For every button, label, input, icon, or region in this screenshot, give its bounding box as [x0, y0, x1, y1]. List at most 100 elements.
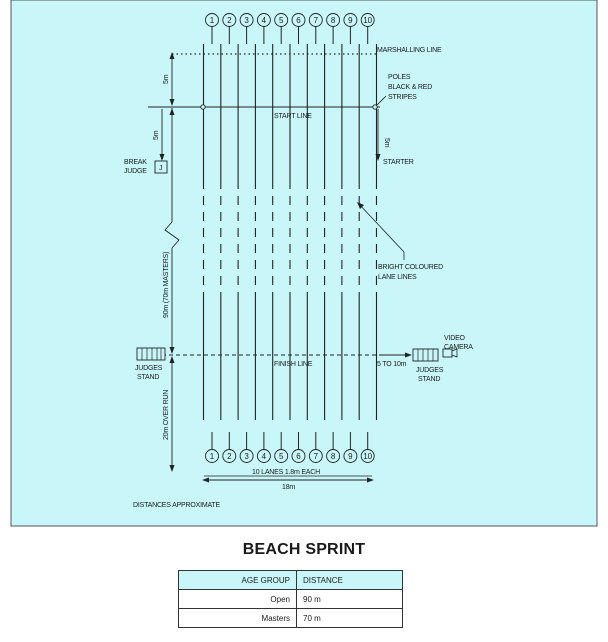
lane-number-top: 6	[291, 13, 306, 44]
lane-width-label: 10 LANES 1.8m EACH	[252, 469, 320, 476]
lane-number-text: 3	[244, 452, 249, 461]
lane-number-bottom: 6	[291, 432, 306, 463]
lane-number-bottom: 4	[256, 432, 271, 463]
lane-number-bottom: 5	[274, 432, 289, 463]
start-pole-left	[200, 104, 206, 110]
lane-number-top: 4	[256, 13, 271, 44]
distances-note: DISTANCES APPROXIMATE	[133, 502, 220, 509]
break-judge-label-2: JUDGE	[124, 168, 147, 175]
lane-number-text: 8	[331, 16, 336, 25]
judges-stand-left-slats	[141, 348, 162, 360]
break-judge-box	[154, 160, 168, 174]
finish-line-label: FINISH LINE	[274, 361, 313, 368]
cell-distance: 70 m	[296, 608, 403, 628]
lane-number-text: 6	[296, 16, 301, 25]
over-run-arrowhead-bottom	[169, 465, 175, 472]
lane-lines-pointer	[357, 202, 405, 253]
video-camera-lens	[451, 348, 458, 358]
lane-number-text: 7	[314, 452, 319, 461]
lane-number-bottom: 8	[326, 432, 341, 463]
over-run-label: 20m OVER RUN	[163, 390, 170, 440]
starter-arrowhead	[375, 154, 381, 161]
course-length-break-mark	[164, 221, 180, 249]
lane-number-text: 4	[262, 452, 267, 461]
total-width-label: 18m	[282, 484, 295, 491]
video-camera-label-1: VIDEO	[444, 335, 466, 342]
top-dist-arrowhead-down	[169, 99, 175, 106]
course-length-arrowhead-top	[169, 108, 175, 115]
cell-age-group: Open	[178, 589, 297, 609]
table-row: Masters 70 m	[178, 608, 403, 628]
judges-stand-left	[136, 347, 166, 361]
lane-number-text: 6	[296, 452, 301, 461]
lane-number-text: 10	[363, 16, 372, 25]
diagram-background	[10, 0, 598, 527]
lane-number-top: 10	[360, 13, 375, 44]
lane-number-text: 3	[244, 16, 249, 25]
table-row: Open 90 m	[178, 589, 403, 609]
lane-lines	[202, 44, 378, 420]
judges-stand-right	[412, 348, 439, 362]
judges-stand-right-label-2: STAND	[418, 376, 440, 383]
judges-stand-right-label-1: JUDGES	[416, 367, 444, 374]
lane-number-bottom: 2	[222, 432, 237, 463]
lane-number-text: 1	[210, 16, 215, 25]
lane-number-top: 3	[239, 13, 254, 44]
lane-number-top: 1	[205, 13, 219, 44]
camera-dist-label: 5 TO 10m	[377, 361, 407, 368]
page-title: BEACH SPRINT	[242, 541, 366, 558]
course-length-label: 90m (70m MASTERS)	[163, 252, 170, 318]
judges-stand-left-label-2: STAND	[137, 374, 159, 381]
lane-number-bottom: 9	[343, 432, 358, 463]
distance-table: AGE GROUP DISTANCE Open 90 m Masters 70 …	[178, 570, 403, 628]
poles-pointer	[376, 95, 387, 106]
lane-number-text: 8	[331, 452, 336, 461]
lane-number-top: 8	[326, 13, 341, 44]
video-camera-label-2: CAMERA	[444, 344, 473, 351]
total-width-arrowhead-right	[367, 477, 374, 483]
lane-number-text: 9	[348, 452, 353, 461]
break-dist-arrowhead	[159, 154, 165, 161]
start-line-label: START LINE	[274, 113, 312, 120]
start-pole-right	[372, 104, 378, 110]
table-header-row: AGE GROUP DISTANCE	[178, 570, 403, 590]
top-dist-label: 5m	[163, 74, 170, 84]
lane-number-text: 2	[227, 452, 232, 461]
judges-stand-right-slats	[417, 349, 434, 361]
header-distance: DISTANCE	[296, 570, 403, 590]
lane-number-bottom: 10	[360, 432, 375, 463]
judges-stand-left-label-1: JUDGES	[135, 365, 163, 372]
lane-lines-pointer-head	[357, 202, 364, 209]
starter-label: STARTER	[383, 159, 414, 166]
over-run-arrowhead-top	[169, 356, 175, 363]
lane-number-text: 10	[363, 452, 372, 461]
poles-label-1: POLES	[388, 74, 411, 81]
lane-number-text: 5	[279, 16, 284, 25]
lane-number-top: 9	[343, 13, 358, 44]
lane-number-text: 2	[227, 16, 232, 25]
break-dist-label: 5m	[153, 130, 160, 140]
lane-number-bottom: 1	[205, 432, 219, 463]
lane-number-text: 1	[210, 452, 215, 461]
lane-lines-label-1: BRIGHT COLOURED	[378, 264, 443, 271]
lane-number-bottom: 3	[239, 432, 254, 463]
lane-number-bottom: 7	[308, 432, 323, 463]
lane-number-text: 9	[348, 16, 353, 25]
lane-number-text: 7	[314, 16, 319, 25]
marshalling-line-label: MARSHALLING LINE	[377, 47, 442, 54]
cell-age-group: Masters	[178, 608, 297, 628]
course-length-arrowhead-bottom	[169, 347, 175, 354]
lane-number-top: 7	[308, 13, 323, 44]
break-judge-label-1: BREAK	[124, 159, 147, 166]
lane-lines-label-2: LANE LINES	[378, 274, 417, 281]
poles-label-3: STRIPES	[388, 94, 417, 101]
total-width-arrowhead-left	[202, 477, 209, 483]
starter-dist-label: 5m	[383, 138, 390, 148]
cell-distance: 90 m	[296, 589, 403, 609]
poles-label-2: BLACK & RED	[388, 84, 432, 91]
break-judge-box-label: J	[159, 165, 162, 172]
top-dist-arrowhead-up	[169, 52, 175, 59]
